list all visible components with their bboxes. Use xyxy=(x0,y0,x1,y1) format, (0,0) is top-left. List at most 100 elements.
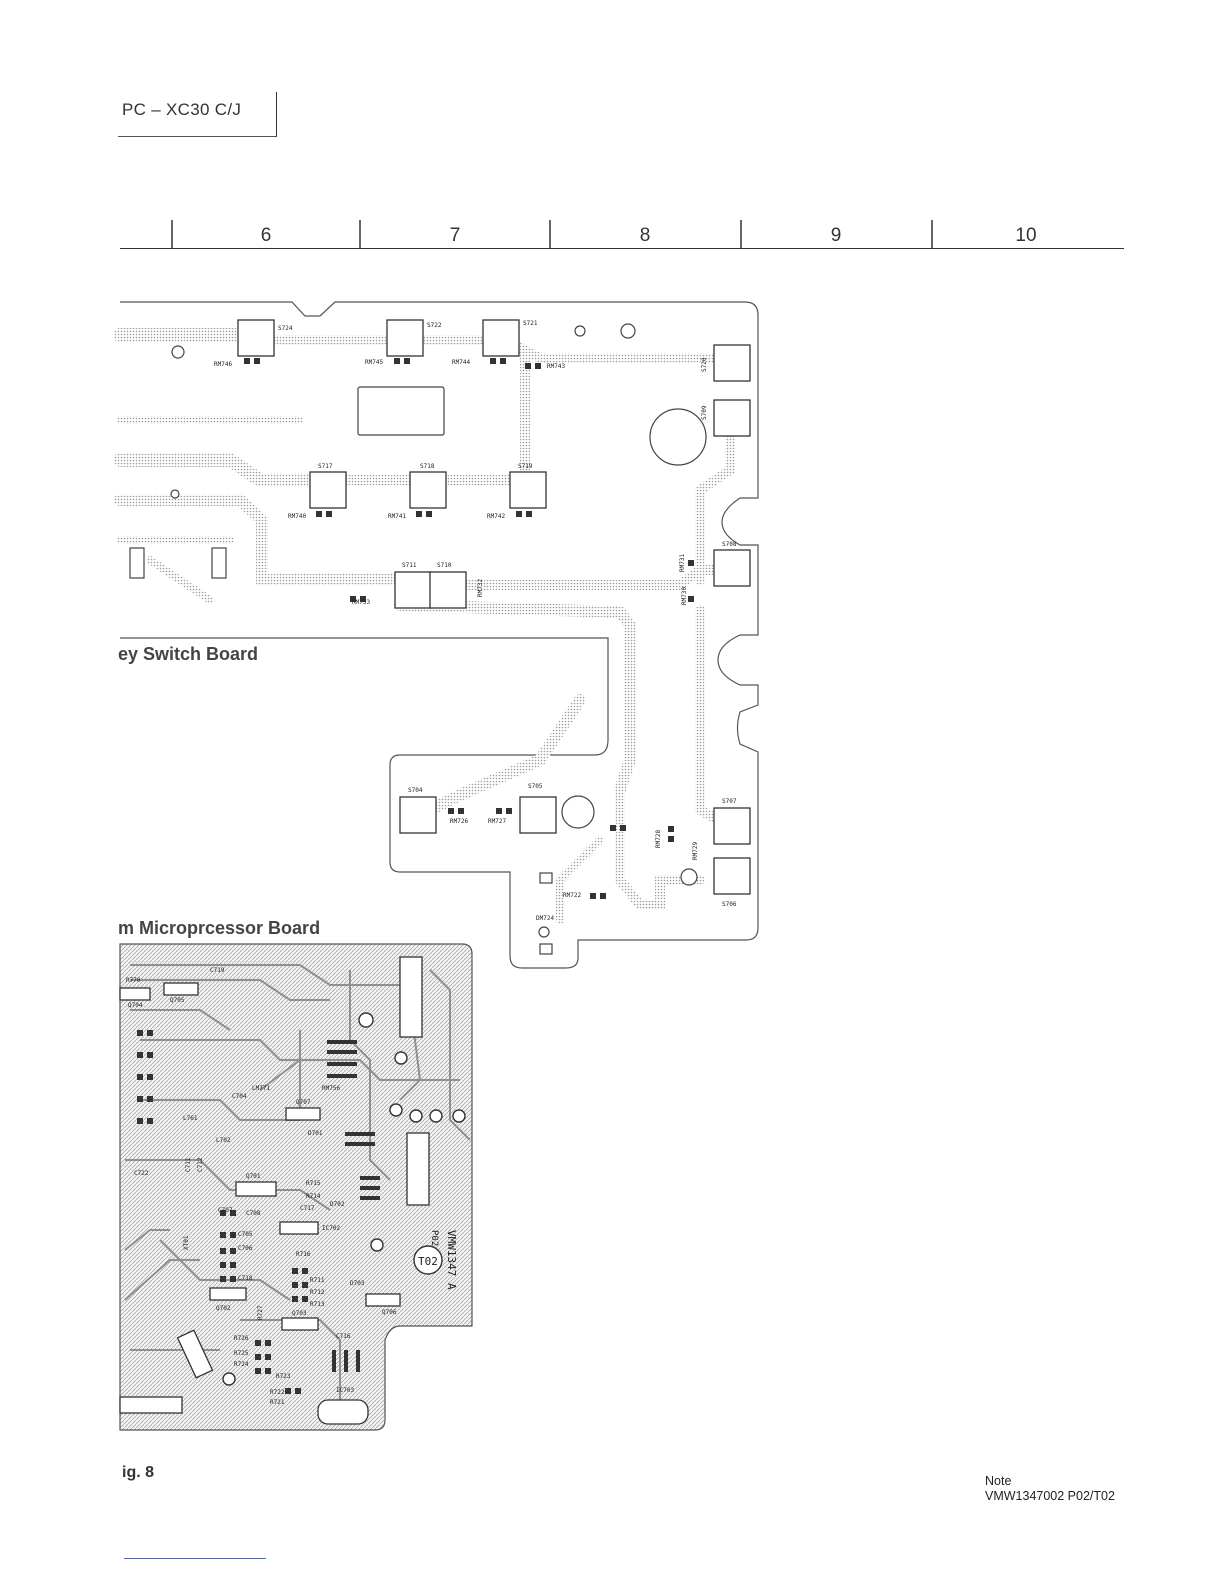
label-rm731: RM731 xyxy=(679,554,686,572)
micro-board-traces xyxy=(124,964,471,1400)
label-r714: R714 xyxy=(306,1193,321,1200)
note-title: Note xyxy=(985,1474,1012,1488)
micro-round-pads xyxy=(222,1012,466,1386)
switch-s719 xyxy=(509,471,547,509)
switch-s721 xyxy=(482,319,520,357)
label-r721: R721 xyxy=(270,1399,285,1406)
pad xyxy=(539,943,553,955)
label-r726: R726 xyxy=(234,1335,249,1342)
switch-s708 xyxy=(713,549,751,587)
q706-body xyxy=(365,1293,401,1307)
label-c711: C711 xyxy=(185,1157,192,1172)
label-r713: R713 xyxy=(310,1301,325,1308)
label-r727: R727 xyxy=(257,1305,264,1320)
label-r725: R725 xyxy=(234,1350,249,1357)
switch-s720 xyxy=(713,344,751,382)
label-c719: C719 xyxy=(210,967,225,974)
switch-s704 xyxy=(399,796,437,834)
model-box xyxy=(118,92,277,137)
micro-smd-pads xyxy=(137,1030,380,1394)
label-rm742: RM742 xyxy=(487,513,505,520)
label-s710: S710 xyxy=(437,562,452,569)
label-s706: S706 xyxy=(722,901,737,908)
switch-s710 xyxy=(429,571,467,609)
switch-s722 xyxy=(386,319,424,357)
pad xyxy=(539,872,553,884)
label-s718: S718 xyxy=(420,463,435,470)
mount-hole-large xyxy=(561,795,595,829)
switch-s706 xyxy=(713,857,751,895)
label-q706: Q706 xyxy=(382,1309,397,1316)
label-rm741: RM741 xyxy=(388,513,406,520)
label-rm744: RM744 xyxy=(452,359,470,366)
ic-701 xyxy=(406,1132,430,1206)
key-switch-board-title: ey Switch Board xyxy=(118,644,259,664)
label-s705: S705 xyxy=(528,783,543,790)
ic702-body xyxy=(279,1221,319,1235)
ruler-col-7: 7 xyxy=(449,225,461,246)
label-c718: C718 xyxy=(238,1275,253,1282)
display-window xyxy=(357,386,445,436)
label-c706: C706 xyxy=(238,1245,253,1252)
label-lm771: LM771 xyxy=(252,1085,270,1092)
switch-s724 xyxy=(237,319,275,357)
model-title: PC – XC30 C/J xyxy=(122,100,242,119)
label-c717: C717 xyxy=(300,1205,315,1212)
label-r715: R715 xyxy=(306,1180,321,1187)
label-rm733: RM733 xyxy=(352,599,370,606)
label-s708: S708 xyxy=(722,541,737,548)
led-dm724 xyxy=(538,926,550,938)
edge-connector xyxy=(119,1396,183,1414)
microprocessor-board-title: m Microprcessor Board xyxy=(118,918,321,938)
q701-body xyxy=(235,1181,277,1197)
switch-s705 xyxy=(519,796,557,834)
q702-body xyxy=(209,1287,247,1301)
label-d702: D702 xyxy=(330,1201,345,1208)
label-c707: C707 xyxy=(218,1207,233,1214)
q703-body xyxy=(281,1317,319,1331)
label-rm730: RM730 xyxy=(681,587,688,605)
label-r724: R724 xyxy=(234,1361,249,1368)
label-q701: Q701 xyxy=(246,1173,261,1180)
label-c708: C708 xyxy=(246,1210,261,1217)
ruler-col-6: 6 xyxy=(260,225,272,246)
label-c716: C716 xyxy=(336,1333,351,1340)
label-s707: S707 xyxy=(722,798,737,805)
mount-hole xyxy=(620,323,636,339)
label-rm743: RM743 xyxy=(547,363,565,370)
label-rm745: RM745 xyxy=(365,359,383,366)
label-q703: Q703 xyxy=(292,1310,307,1317)
label-d703: D703 xyxy=(350,1280,365,1287)
ruler-ticks xyxy=(171,220,933,248)
label-rm746: RM746 xyxy=(214,361,232,368)
label-rm726: RM726 xyxy=(450,818,468,825)
label-p02: P02 xyxy=(429,1230,439,1246)
switch-footprints xyxy=(237,319,751,895)
note-text: VMW1347002 P02/T02 xyxy=(985,1489,1115,1503)
label-q702: Q702 xyxy=(216,1305,231,1312)
figure-number: ig. 8 xyxy=(122,1464,155,1481)
pad xyxy=(129,547,145,579)
label-r770: R770 xyxy=(126,977,141,984)
label-ic703: IC703 xyxy=(336,1387,354,1394)
label-rm727: RM727 xyxy=(488,818,506,825)
ic703-body xyxy=(317,1399,369,1425)
ruler-col-9: 9 xyxy=(830,225,842,246)
label-s717: S717 xyxy=(318,463,333,470)
key-board-traces xyxy=(113,328,735,924)
label-r716: R716 xyxy=(296,1251,311,1258)
label-rm732: RM732 xyxy=(477,579,484,597)
label-r712: R712 xyxy=(310,1289,325,1296)
key-board-outline xyxy=(120,301,759,969)
label-ic702: IC702 xyxy=(322,1225,340,1232)
label-s720: S720 xyxy=(701,357,708,372)
q704-body xyxy=(119,987,151,1001)
label-rm722: RM722 xyxy=(563,892,581,899)
label-q705: Q705 xyxy=(170,997,185,1004)
label-rm728: RM728 xyxy=(655,830,662,848)
label-c712: C712 xyxy=(197,1157,204,1172)
label-dm724: DM724 xyxy=(536,915,554,922)
mount-hole xyxy=(680,868,698,886)
